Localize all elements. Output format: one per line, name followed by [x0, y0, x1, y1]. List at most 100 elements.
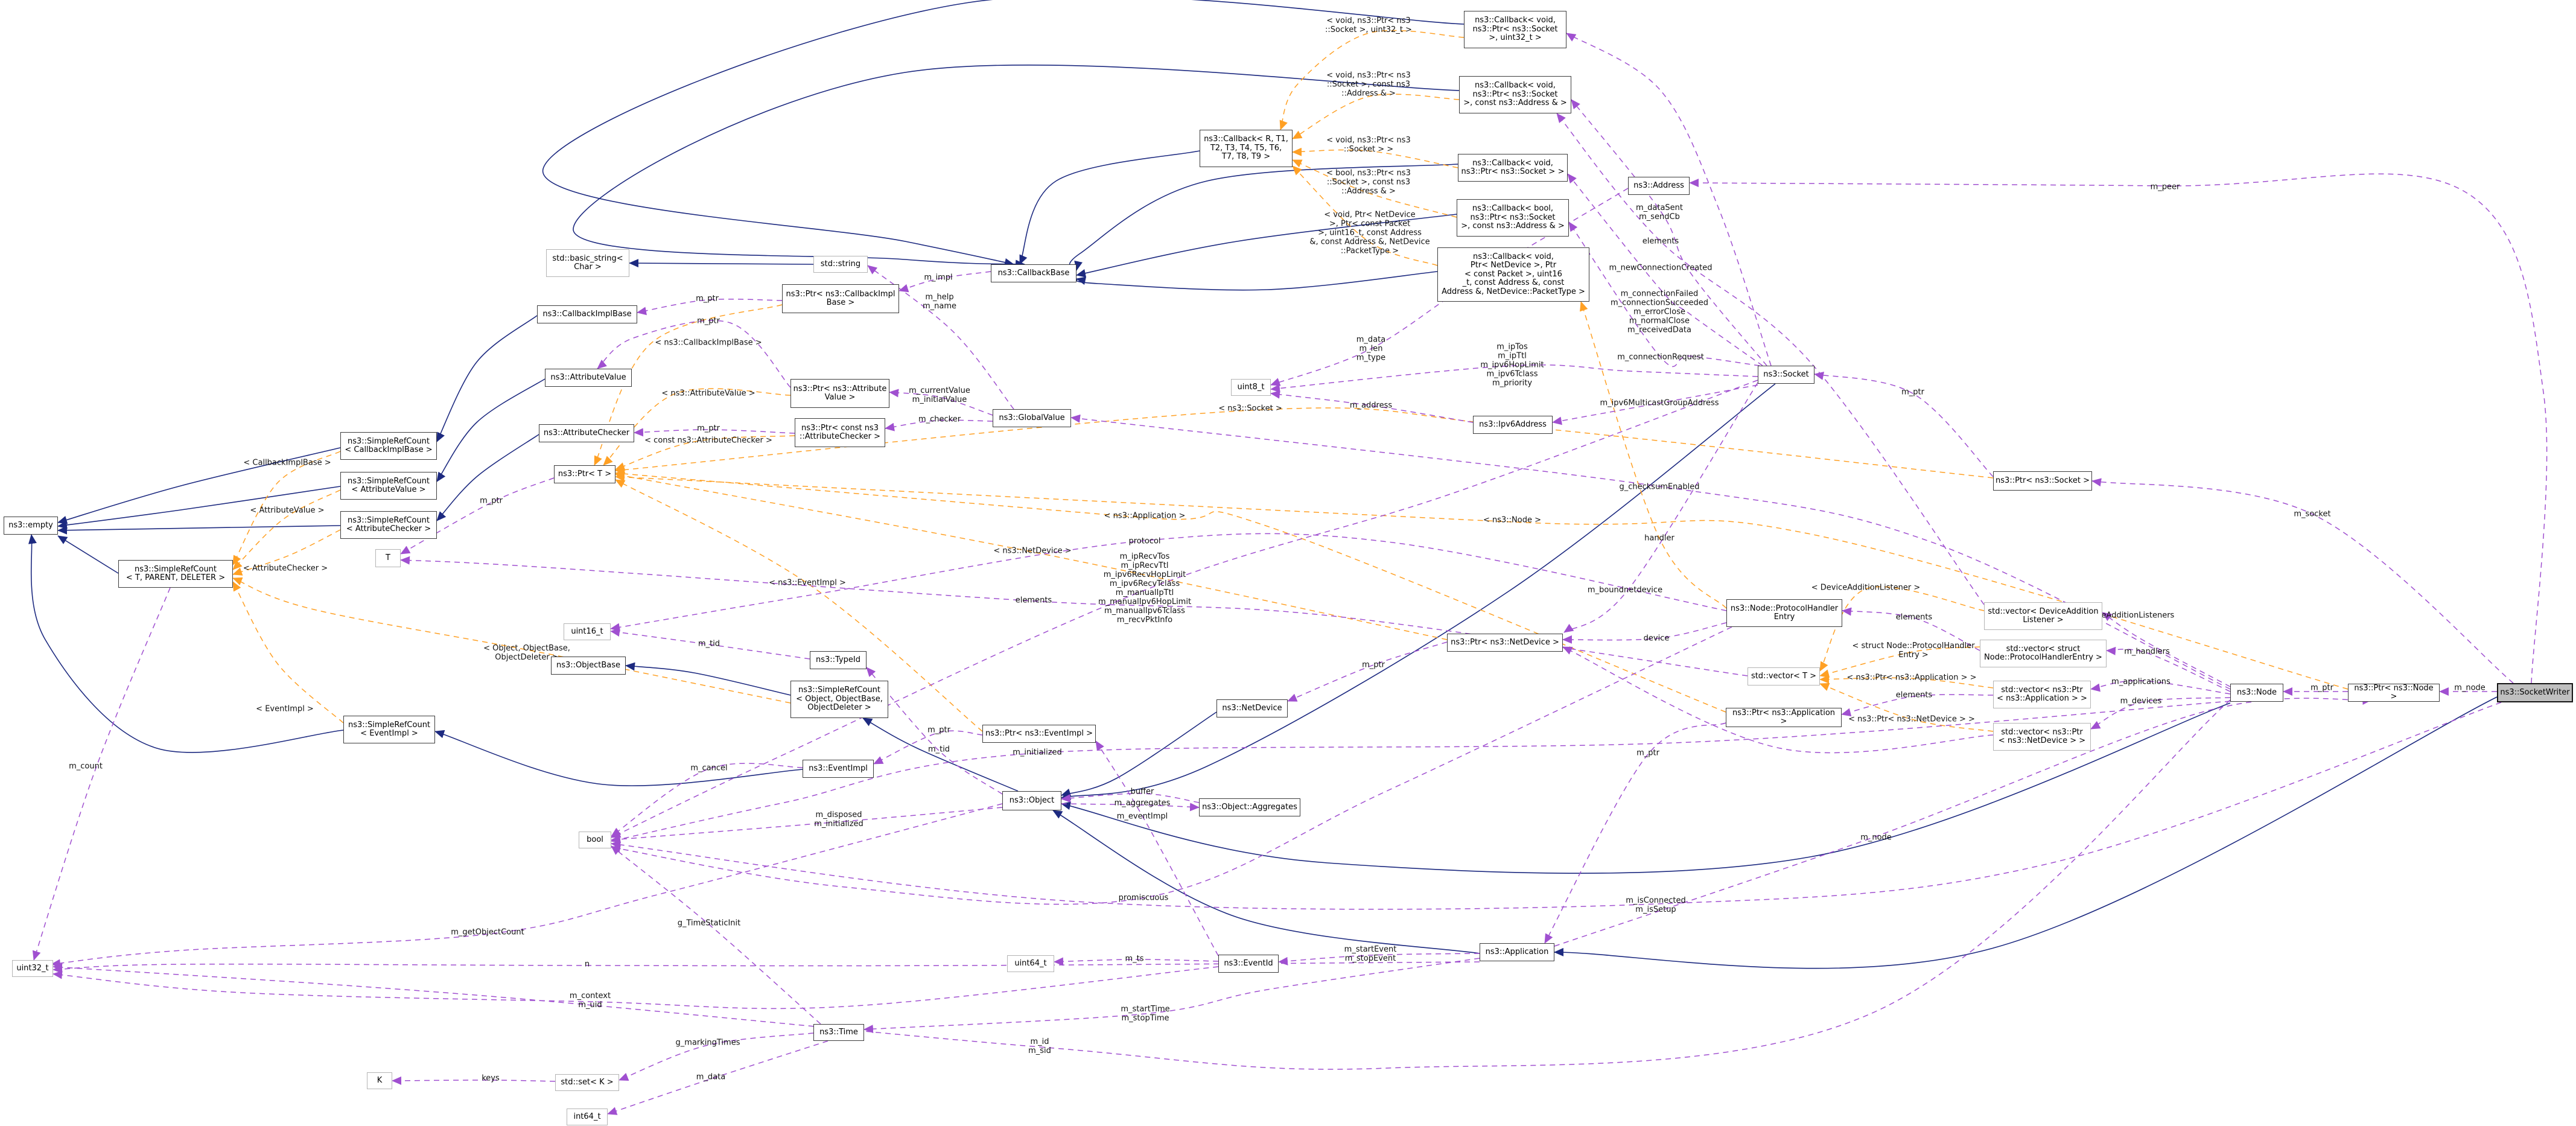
edge-node-m-id-sid — [52, 699, 2231, 1070]
node-ptr-t[interactable]: ns3::Ptr< T > — [554, 465, 615, 483]
node-callbackimplbase[interactable]: ns3::CallbackImplBase — [537, 305, 637, 323]
node-application[interactable]: ns3::Application — [1480, 943, 1554, 961]
edge-vec-dal-tmpl — [1819, 586, 1985, 672]
edge-socketwriter-m-isconnected — [611, 702, 2502, 910]
node-ptr-callbackimplbase[interactable]: ns3::Ptr< ns3::CallbackImpl Base > — [782, 284, 899, 313]
node-std-string[interactable]: std::string — [813, 256, 868, 273]
edge-socket-m-ipv6multicast — [1552, 384, 1758, 425]
node-netdevice[interactable]: ns3::NetDevice — [1216, 699, 1288, 717]
edge-cb-nd-to-callbackbase — [1076, 271, 1438, 291]
edge-application-m-starttime — [863, 958, 1480, 1034]
edge-node-m-deviceadditionlisteners — [2102, 612, 2231, 687]
node-attributevalue[interactable]: ns3::AttributeValue — [545, 369, 632, 387]
node-ptr-socket[interactable]: ns3::Ptr< ns3::Socket > — [1993, 471, 2092, 491]
edge-socketwriter-to-application — [1554, 696, 2498, 969]
edge-src-ac-tmpl — [232, 529, 341, 576]
edge-cb-void-tmpl — [1292, 147, 1458, 168]
node-ptr-application[interactable]: ns3::Ptr< ns3::Application > — [1726, 708, 1842, 727]
node-vector-protocolhandlerentry[interactable]: std::vector< struct Node::ProtocolHandle… — [1980, 640, 2107, 667]
node-typeid[interactable]: ns3::TypeId — [810, 651, 867, 669]
node-socket[interactable]: ns3::Socket — [1758, 366, 1814, 384]
edge-vec-app-elements — [1841, 694, 1994, 717]
node-eventimpl[interactable]: ns3::EventImpl — [803, 760, 874, 778]
node-uint8-t[interactable]: uint8_t — [1231, 379, 1271, 396]
node-cb-netdevice-packet[interactable]: ns3::Callback< void, Ptr< NetDevice >, P… — [1437, 247, 1589, 302]
node-globalvalue[interactable]: ns3::GlobalValue — [993, 409, 1071, 427]
node-src-eventimpl[interactable]: ns3::SimpleRefCount < EventImpl > — [343, 716, 435, 743]
edge-object-m-getobjectcount — [51, 803, 1003, 968]
edge-cb-nd-tmpl — [1292, 165, 1438, 266]
node-time[interactable]: ns3::Time — [813, 1024, 864, 1041]
node-k[interactable]: K — [367, 1072, 392, 1089]
node-vector-ptr-netdevice[interactable]: std::vector< ns3::Ptr < ns3::NetDevice >… — [1993, 723, 2091, 751]
node-uint64-t[interactable]: uint64_t — [1007, 955, 1054, 972]
edge-vec-app-tmpl — [1819, 675, 1994, 689]
node-src-attributevalue[interactable]: ns3::SimpleRefCount < AttributeValue > — [340, 472, 437, 500]
node-t[interactable]: T — [375, 549, 401, 567]
node-src-callbackimplbase[interactable]: ns3::SimpleRefCount < CallbackImplBase > — [340, 432, 437, 460]
node-address[interactable]: ns3::Address — [1628, 177, 1690, 195]
node-object[interactable]: ns3::Object — [1002, 791, 1061, 810]
node-ptr-attributechecker[interactable]: ns3::Ptr< const ns3 ::AttributeChecker > — [795, 418, 885, 447]
edge-ptr-cib-tmpl — [594, 304, 783, 466]
node-set-k[interactable]: std::set< K > — [555, 1074, 619, 1091]
node-ipv6address[interactable]: ns3::Ipv6Address — [1473, 416, 1553, 434]
node-ptr-netdevice[interactable]: ns3::Ptr< ns3::NetDevice > — [1447, 634, 1563, 652]
node-int64-t[interactable]: int64_t — [567, 1109, 608, 1125]
node-cb-void-socket[interactable]: ns3::Callback< void, ns3::Ptr< ns3::Sock… — [1458, 154, 1568, 182]
node-callbackbase[interactable]: ns3::CallbackBase — [991, 264, 1077, 282]
node-vector-ptr-application[interactable]: std::vector< ns3::Ptr < ns3::Application… — [1993, 681, 2091, 708]
edge-src-av-tmpl — [232, 489, 341, 570]
node-cb-void-socket-address[interactable]: ns3::Callback< void, ns3::Ptr< ns3::Sock… — [1459, 76, 1571, 113]
node-ptr-node[interactable]: ns3::Ptr< ns3::Node > — [2348, 684, 2440, 702]
node-protocolhandlerentry[interactable]: ns3::Node::ProtocolHandler Entry — [1726, 599, 1842, 627]
node-uint16-t[interactable]: uint16_t — [564, 623, 611, 640]
edge-src-cib-tmpl — [232, 451, 341, 565]
edge-node-m-applications — [2090, 680, 2231, 695]
node-cb-bool-socket-address[interactable]: ns3::Callback< bool, ns3::Ptr< ns3::Sock… — [1457, 199, 1569, 237]
edge-socket-m-datasent — [1566, 33, 1772, 366]
edge-netdevice-to-object — [1061, 711, 1217, 797]
node-ptr-attributevalue[interactable]: ns3::Ptr< ns3::Attribute Value > — [790, 379, 889, 408]
node-src-t-parent-deleter[interactable]: ns3::SimpleRefCount < T, PARENT, DELETER… — [118, 560, 233, 588]
edge-globalvalue-m-help-name — [867, 265, 1014, 410]
node-node[interactable]: ns3::Node — [2230, 684, 2283, 702]
edge-string-to-basicstring — [629, 259, 814, 268]
node-objectbase[interactable]: ns3::ObjectBase — [551, 657, 626, 675]
node-cb-void-socket-uint32[interactable]: ns3::Callback< void, ns3::Ptr< ns3::Sock… — [1464, 11, 1566, 48]
edge-vec-dal-elements-cb — [1556, 113, 1985, 605]
edge-ptr-app-m-ptr — [1544, 722, 1726, 944]
edge-src-object-to-objectbase — [625, 662, 791, 696]
edge-application-to-object — [1052, 810, 1480, 954]
edge-attributechecker-to-src — [436, 434, 539, 521]
node-basic-string[interactable]: std::basic_string< Char > — [546, 249, 629, 277]
edge-phe-device — [1562, 622, 1727, 644]
edge-cb-addr-tmpl — [1292, 94, 1460, 139]
node-attributechecker[interactable]: ns3::AttributeChecker — [539, 424, 634, 442]
node-vector-deviceadditionlistener[interactable]: std::vector< DeviceAddition Listener > — [1984, 602, 2102, 630]
edge-ptr-ei-m-ptr — [873, 730, 983, 765]
edge-cb-u32-to-callbackbase — [542, 0, 1465, 267]
node-aggregates[interactable]: ns3::Object::Aggregates — [1199, 798, 1300, 816]
edge-socket-m-iptos — [1270, 364, 1758, 393]
node-src-object[interactable]: ns3::SimpleRefCount < Object, ObjectBase… — [790, 681, 888, 718]
edge-phe-handler — [1580, 301, 1727, 609]
edge-src-tpd-to-empty — [57, 535, 119, 574]
node-cb-r-t1-t9[interactable]: ns3::Callback< R, T1, T2, T3, T4, T5, T6… — [1200, 130, 1293, 167]
edge-ptr-socket-m-ptr — [1814, 372, 1994, 477]
edge-setk-keys — [392, 1076, 556, 1085]
edge-ptr-ac-tmpl — [615, 435, 795, 471]
node-vector-t[interactable]: std::vector< T > — [1748, 667, 1820, 685]
node-empty[interactable]: ns3::empty — [4, 517, 58, 535]
edge-globalvalue-m-currentvalue — [889, 389, 993, 416]
edge-application-n — [52, 961, 1480, 974]
node-bool[interactable]: bool — [579, 832, 611, 848]
node-ptr-eventimpl[interactable]: ns3::Ptr< ns3::EventImpl > — [982, 725, 1096, 743]
node-src-attributechecker[interactable]: ns3::SimpleRefCount < AttributeChecker > — [340, 511, 437, 539]
node-eventid[interactable]: ns3::EventId — [1218, 955, 1279, 973]
node-socketwriter[interactable]: ns3::SocketWriter — [2497, 683, 2573, 702]
edge-src-ei-tmpl — [232, 581, 344, 724]
node-uint32-t[interactable]: uint32_t — [12, 960, 53, 977]
edge-time-g-markingtimes — [619, 1032, 814, 1081]
